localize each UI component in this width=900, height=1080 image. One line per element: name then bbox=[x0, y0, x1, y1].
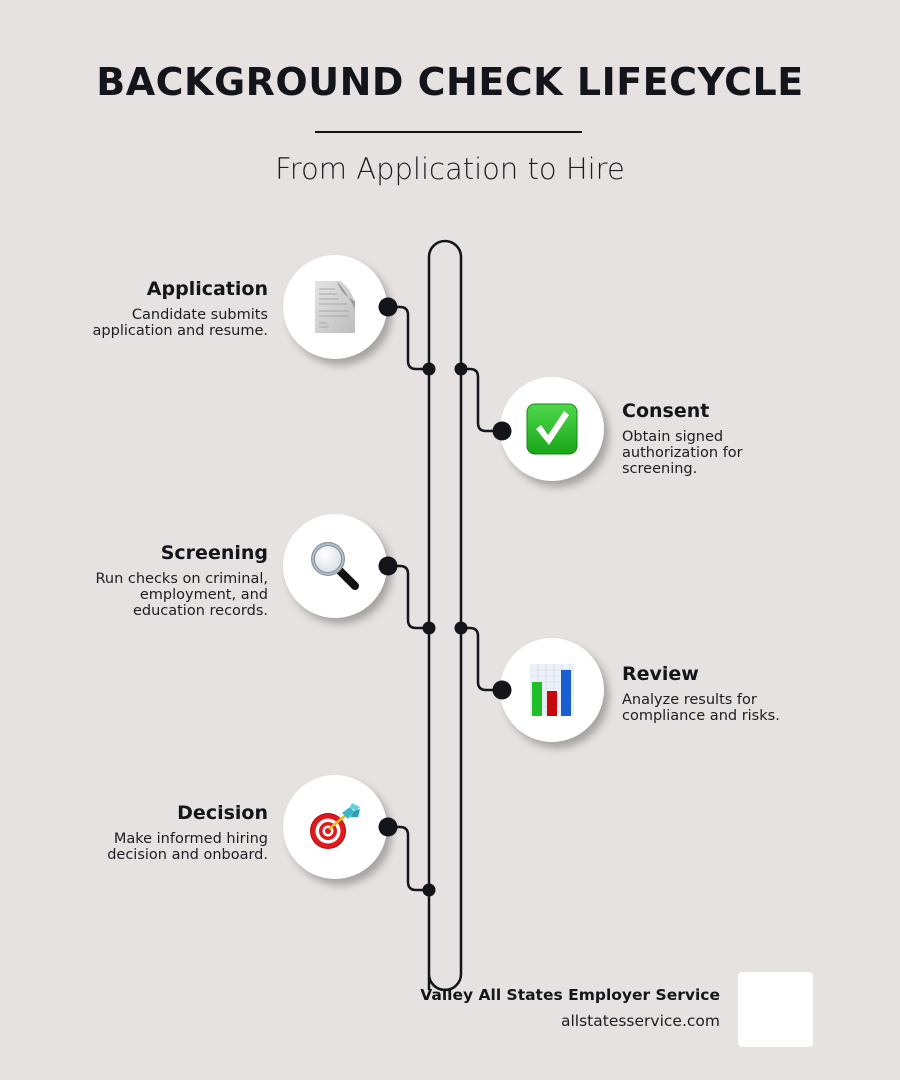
title-divider bbox=[315, 131, 582, 133]
step-title: Application bbox=[146, 278, 268, 300]
step-circle-decision bbox=[283, 775, 387, 879]
step-circle-review bbox=[500, 638, 604, 742]
junction-dot bbox=[454, 621, 468, 635]
junction-dot bbox=[422, 362, 436, 376]
logo-placeholder bbox=[738, 972, 813, 1047]
organization-name: Valley All States Employer Service bbox=[420, 986, 720, 1004]
junction-dot bbox=[454, 362, 468, 376]
step-application: Application Candidate submits applicatio… bbox=[93, 278, 268, 339]
connector-dot bbox=[492, 421, 512, 441]
step-review: Review Analyze results for compliance an… bbox=[622, 663, 780, 724]
step-description: Run checks on criminal, employment, and … bbox=[95, 571, 268, 619]
step-title: Screening bbox=[160, 542, 268, 564]
step-title: Consent bbox=[622, 400, 710, 422]
connector-dot bbox=[378, 817, 398, 837]
step-circle-application bbox=[283, 255, 387, 359]
page-subtitle: From Application to Hire bbox=[275, 152, 625, 186]
junction-dot bbox=[422, 621, 436, 635]
step-description: Candidate submits application and resume… bbox=[92, 307, 268, 339]
step-title: Decision bbox=[177, 802, 268, 824]
checkmark-icon bbox=[526, 403, 578, 455]
step-description: Analyze results for compliance and risks… bbox=[622, 692, 780, 724]
target-dart-icon bbox=[310, 803, 360, 849]
step-circle-screening bbox=[283, 514, 387, 618]
connector-dot bbox=[492, 680, 512, 700]
step-description: Make informed hiring decision and onboar… bbox=[107, 831, 268, 863]
document-icon bbox=[315, 281, 355, 333]
step-consent: Consent Obtain signed authorization for … bbox=[622, 400, 743, 477]
page-title: BACKGROUND CHECK LIFECYCLE bbox=[96, 60, 804, 104]
connector-dot bbox=[378, 556, 398, 576]
junction-dot bbox=[422, 883, 436, 897]
magnifying-glass-icon bbox=[311, 542, 359, 590]
step-decision: Decision Make informed hiring decision a… bbox=[107, 802, 268, 863]
step-description: Obtain signed authorization for screenin… bbox=[622, 429, 743, 477]
step-screening: Screening Run checks on criminal, employ… bbox=[95, 542, 268, 619]
website-link[interactable]: allstatesservice.com bbox=[560, 1012, 720, 1030]
step-title: Review bbox=[622, 663, 699, 685]
bar-chart-icon bbox=[530, 664, 574, 716]
step-circle-consent bbox=[500, 377, 604, 481]
connector-dot bbox=[378, 297, 398, 317]
